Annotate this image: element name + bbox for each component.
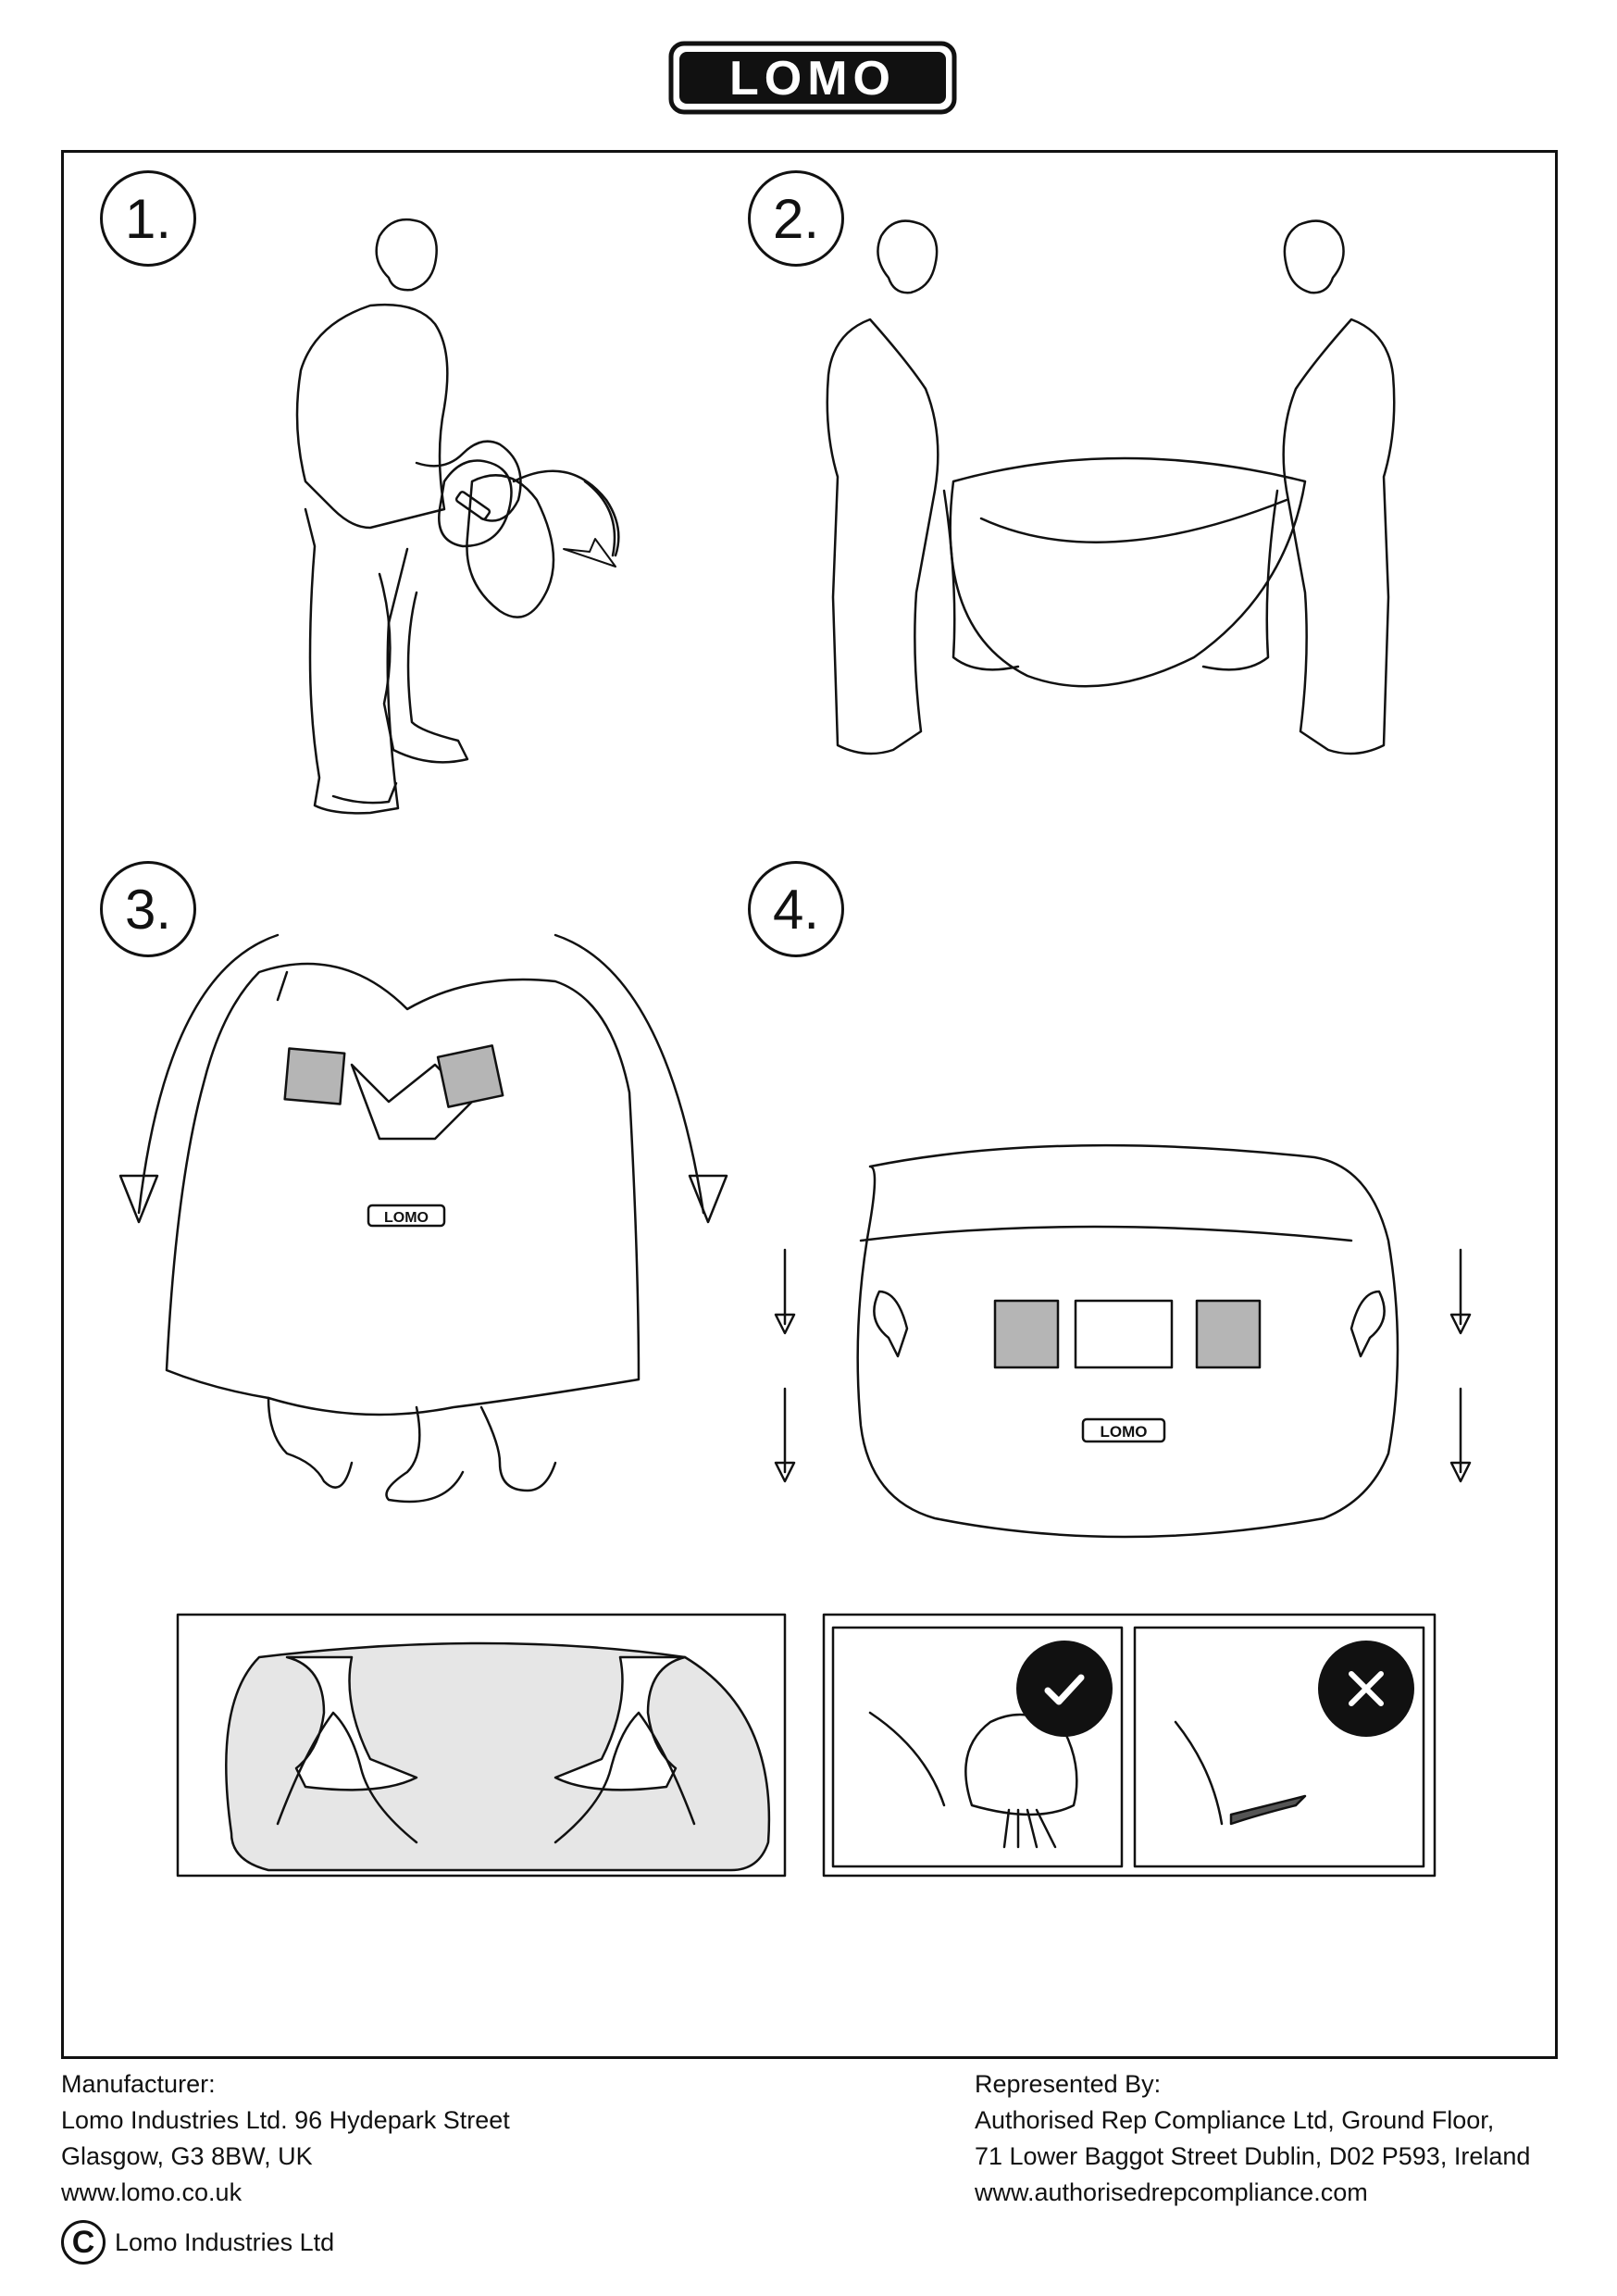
instruction-frame bbox=[61, 150, 1558, 2059]
person-head bbox=[375, 218, 438, 292]
manufacturer-heading: Manufacturer: bbox=[61, 2070, 216, 2098]
check-icon bbox=[1016, 1641, 1113, 1737]
copyright-line: C Lomo Industries Ltd bbox=[61, 2220, 334, 2265]
representative-heading: Represented By: bbox=[975, 2070, 1162, 2098]
manufacturer-website[interactable]: www.lomo.co.uk bbox=[61, 2178, 243, 2206]
logo-text: LOMO bbox=[729, 52, 896, 106]
bag-pouch bbox=[438, 459, 513, 548]
detail-panel-left bbox=[176, 1613, 787, 1878]
representative-info: Represented By: Authorised Rep Complianc… bbox=[975, 2066, 1530, 2211]
lomo-logo: LOMO bbox=[668, 41, 957, 115]
draped-cover bbox=[165, 962, 641, 1416]
step-number-1: 1. bbox=[100, 170, 196, 267]
copyright-holder: Lomo Industries Ltd bbox=[115, 2227, 335, 2256]
step-number-4: 4. bbox=[748, 861, 844, 957]
step-number-2: 2. bbox=[748, 170, 844, 267]
step3-illustration: LOMO bbox=[118, 933, 728, 1504]
loose-cover bbox=[466, 474, 555, 618]
step-number-3: 3. bbox=[100, 861, 196, 957]
representative-address-2: 71 Lower Baggot Street Dublin, D02 P593,… bbox=[975, 2142, 1531, 2170]
copyright-icon: C bbox=[61, 2220, 106, 2265]
manufacturer-address-1: Lomo Industries Ltd. 96 Hydepark Street bbox=[61, 2106, 510, 2134]
packed-bag bbox=[856, 1143, 1399, 1539]
person-body bbox=[295, 304, 449, 530]
representative-website[interactable]: www.authorisedrepcompliance.com bbox=[975, 2178, 1368, 2206]
bag-logo-text: LOMO bbox=[1101, 1423, 1148, 1441]
cross-icon bbox=[1318, 1641, 1414, 1737]
manufacturer-info: Manufacturer: Lomo Industries Ltd. 96 Hy… bbox=[61, 2066, 510, 2211]
representative-address-1: Authorised Rep Compliance Ltd, Ground Fl… bbox=[975, 2106, 1495, 2134]
cover-logo-text: LOMO bbox=[384, 1210, 429, 1226]
spread-cover bbox=[949, 456, 1307, 688]
step1-illustration bbox=[295, 218, 620, 815]
step2-illustration bbox=[826, 219, 1396, 755]
manufacturer-address-2: Glasgow, G3 8BW, UK bbox=[61, 2142, 313, 2170]
step4-illustration: LOMO bbox=[774, 1143, 1472, 1539]
